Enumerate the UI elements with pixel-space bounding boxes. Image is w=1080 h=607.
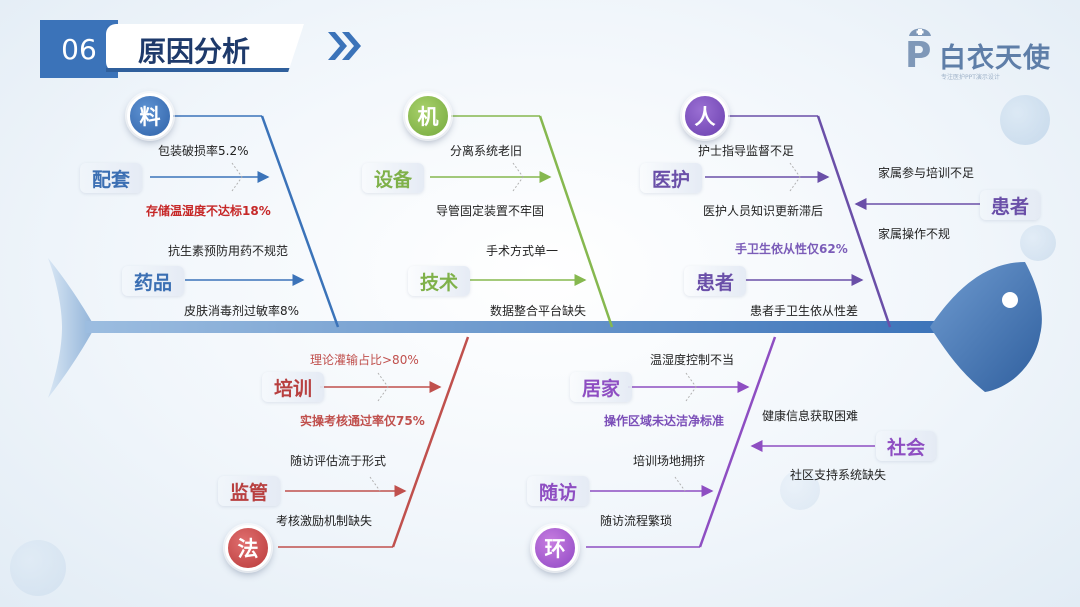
- cause-label: 随访流程繁琐: [600, 512, 672, 529]
- page-title: 原因分析: [138, 30, 250, 70]
- sub-category-peitao: 配套: [80, 163, 142, 193]
- sub-category-huanzhe: 患者: [684, 266, 746, 296]
- cause-label: 理论灌输占比>80%: [310, 351, 419, 368]
- sub-category-shebei: 设备: [362, 163, 424, 193]
- sub-category-yihu: 医护: [640, 163, 702, 193]
- cause-label: 抗生素预防用药不规范: [168, 242, 288, 259]
- brand-logo: P 白衣天使 专注医护PPT演示设计: [905, 22, 1055, 76]
- bone-people: [818, 116, 890, 327]
- bone-machine: [540, 116, 612, 327]
- category-machine: 机: [405, 93, 451, 139]
- cause-label: 家属操作不规: [878, 225, 950, 242]
- cause-label: 分离系统老旧: [450, 142, 522, 159]
- category-people: 人: [682, 93, 728, 139]
- cause-label: 患者手卫生依从性差: [750, 302, 858, 319]
- cause-label: 操作区域未达洁净标准: [604, 412, 724, 429]
- cause-label: 实操考核通过率仅75%: [300, 412, 425, 429]
- cause-label: 医护人员知识更新滞后: [703, 202, 823, 219]
- fish-head: [930, 262, 1042, 392]
- sub-category-peixun: 培训: [262, 372, 324, 402]
- brand-mark: P: [905, 38, 931, 74]
- cause-label: 皮肤消毒剂过敏率8%: [184, 302, 299, 319]
- bone-method: [393, 337, 468, 547]
- sub-category-suifang: 随访: [527, 476, 589, 506]
- cause-label: 包装破损率5.2%: [158, 142, 249, 159]
- cause-label: 手卫生依从性仅62%: [735, 240, 848, 257]
- brand-name: 白衣天使: [939, 36, 1051, 75]
- brand-subtitle: 专注医护PPT演示设计: [941, 72, 1000, 81]
- fish-spine: [85, 321, 950, 333]
- cause-label: 护士指导监督不足: [698, 142, 794, 159]
- sub-category-shehui: 社会: [876, 431, 936, 461]
- cause-label: 社区支持系统缺失: [790, 466, 886, 483]
- sub-category-jujia: 居家: [570, 372, 632, 402]
- cause-label: 家属参与培训不足: [878, 164, 974, 181]
- sub-category-jianguan: 监管: [218, 476, 280, 506]
- cause-label: 温湿度控制不当: [650, 351, 734, 368]
- bone-material: [262, 116, 338, 327]
- cause-label: 随访评估流于形式: [290, 452, 386, 469]
- category-material: 料: [127, 93, 173, 139]
- double-chevron-icon: [326, 30, 366, 62]
- cause-label: 健康信息获取困难: [762, 407, 858, 424]
- category-environment: 环: [532, 525, 578, 571]
- sub-category-huanzhe-family: 患者: [980, 190, 1040, 220]
- cause-label: 培训场地拥挤: [633, 452, 705, 469]
- sub-category-jishu: 技术: [408, 266, 470, 296]
- cause-label: 考核激励机制缺失: [276, 512, 372, 529]
- bone-environment: [700, 337, 775, 547]
- fish-eye: [1002, 292, 1018, 308]
- sub-category-yaopin: 药品: [122, 266, 184, 296]
- cause-label: 导管固定装置不牢固: [436, 202, 544, 219]
- cause-label: 数据整合平台缺失: [490, 302, 586, 319]
- category-method: 法: [225, 525, 271, 571]
- cause-label: 存储温湿度不达标18%: [146, 202, 271, 219]
- cause-label: 手术方式单一: [486, 242, 558, 259]
